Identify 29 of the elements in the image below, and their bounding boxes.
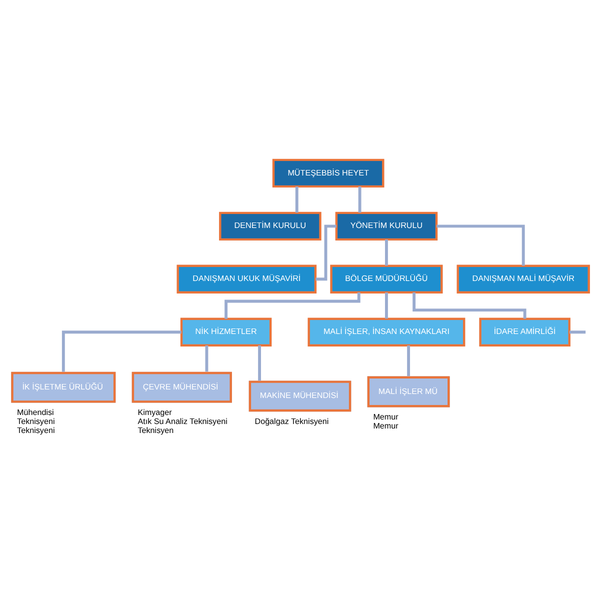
connector xyxy=(385,292,388,318)
node-label: Atık Su Analiz Teknisyeni xyxy=(138,416,228,426)
connector xyxy=(570,330,586,334)
node-box: MALİ İŞLER, İNSAN KAYNAKLARI xyxy=(308,317,466,346)
connector xyxy=(385,239,388,266)
connector xyxy=(436,224,525,266)
node-label: Teknisyen xyxy=(138,425,174,434)
connector xyxy=(295,186,298,212)
node-label: Teknisyeni xyxy=(17,416,55,426)
node-box: BÖLGE MÜDÜRLÜĞÜ xyxy=(330,264,443,293)
node-label: Doğalgaz Teknisyeni xyxy=(254,416,329,426)
connector xyxy=(407,344,410,376)
node-label: Memur xyxy=(373,420,398,430)
connector xyxy=(205,344,208,372)
connector xyxy=(316,224,336,280)
connector xyxy=(258,344,261,380)
node-box: YÖNETİM KURULU xyxy=(335,211,438,240)
node-box: NİK HİZMETLER xyxy=(180,317,272,346)
node-label: Mühendisi xyxy=(17,408,54,417)
node-box: DENETİM KURULU xyxy=(219,211,322,240)
node-box: DANIŞMAN MALİ MÜŞAVİR xyxy=(456,264,590,293)
connector xyxy=(62,330,182,372)
node-label: Teknisyeni xyxy=(17,425,55,434)
node-box: DANIŞMAN UKUK MÜŞAVİRİ xyxy=(176,264,317,293)
connector xyxy=(358,186,362,212)
node-box: MÜTEŞEBBİS HEYET xyxy=(272,158,384,188)
node-box: İDARE AMİRLİĞİ xyxy=(479,317,570,346)
node-label: Kimyager xyxy=(138,408,172,417)
node-label: Memur xyxy=(373,412,398,422)
